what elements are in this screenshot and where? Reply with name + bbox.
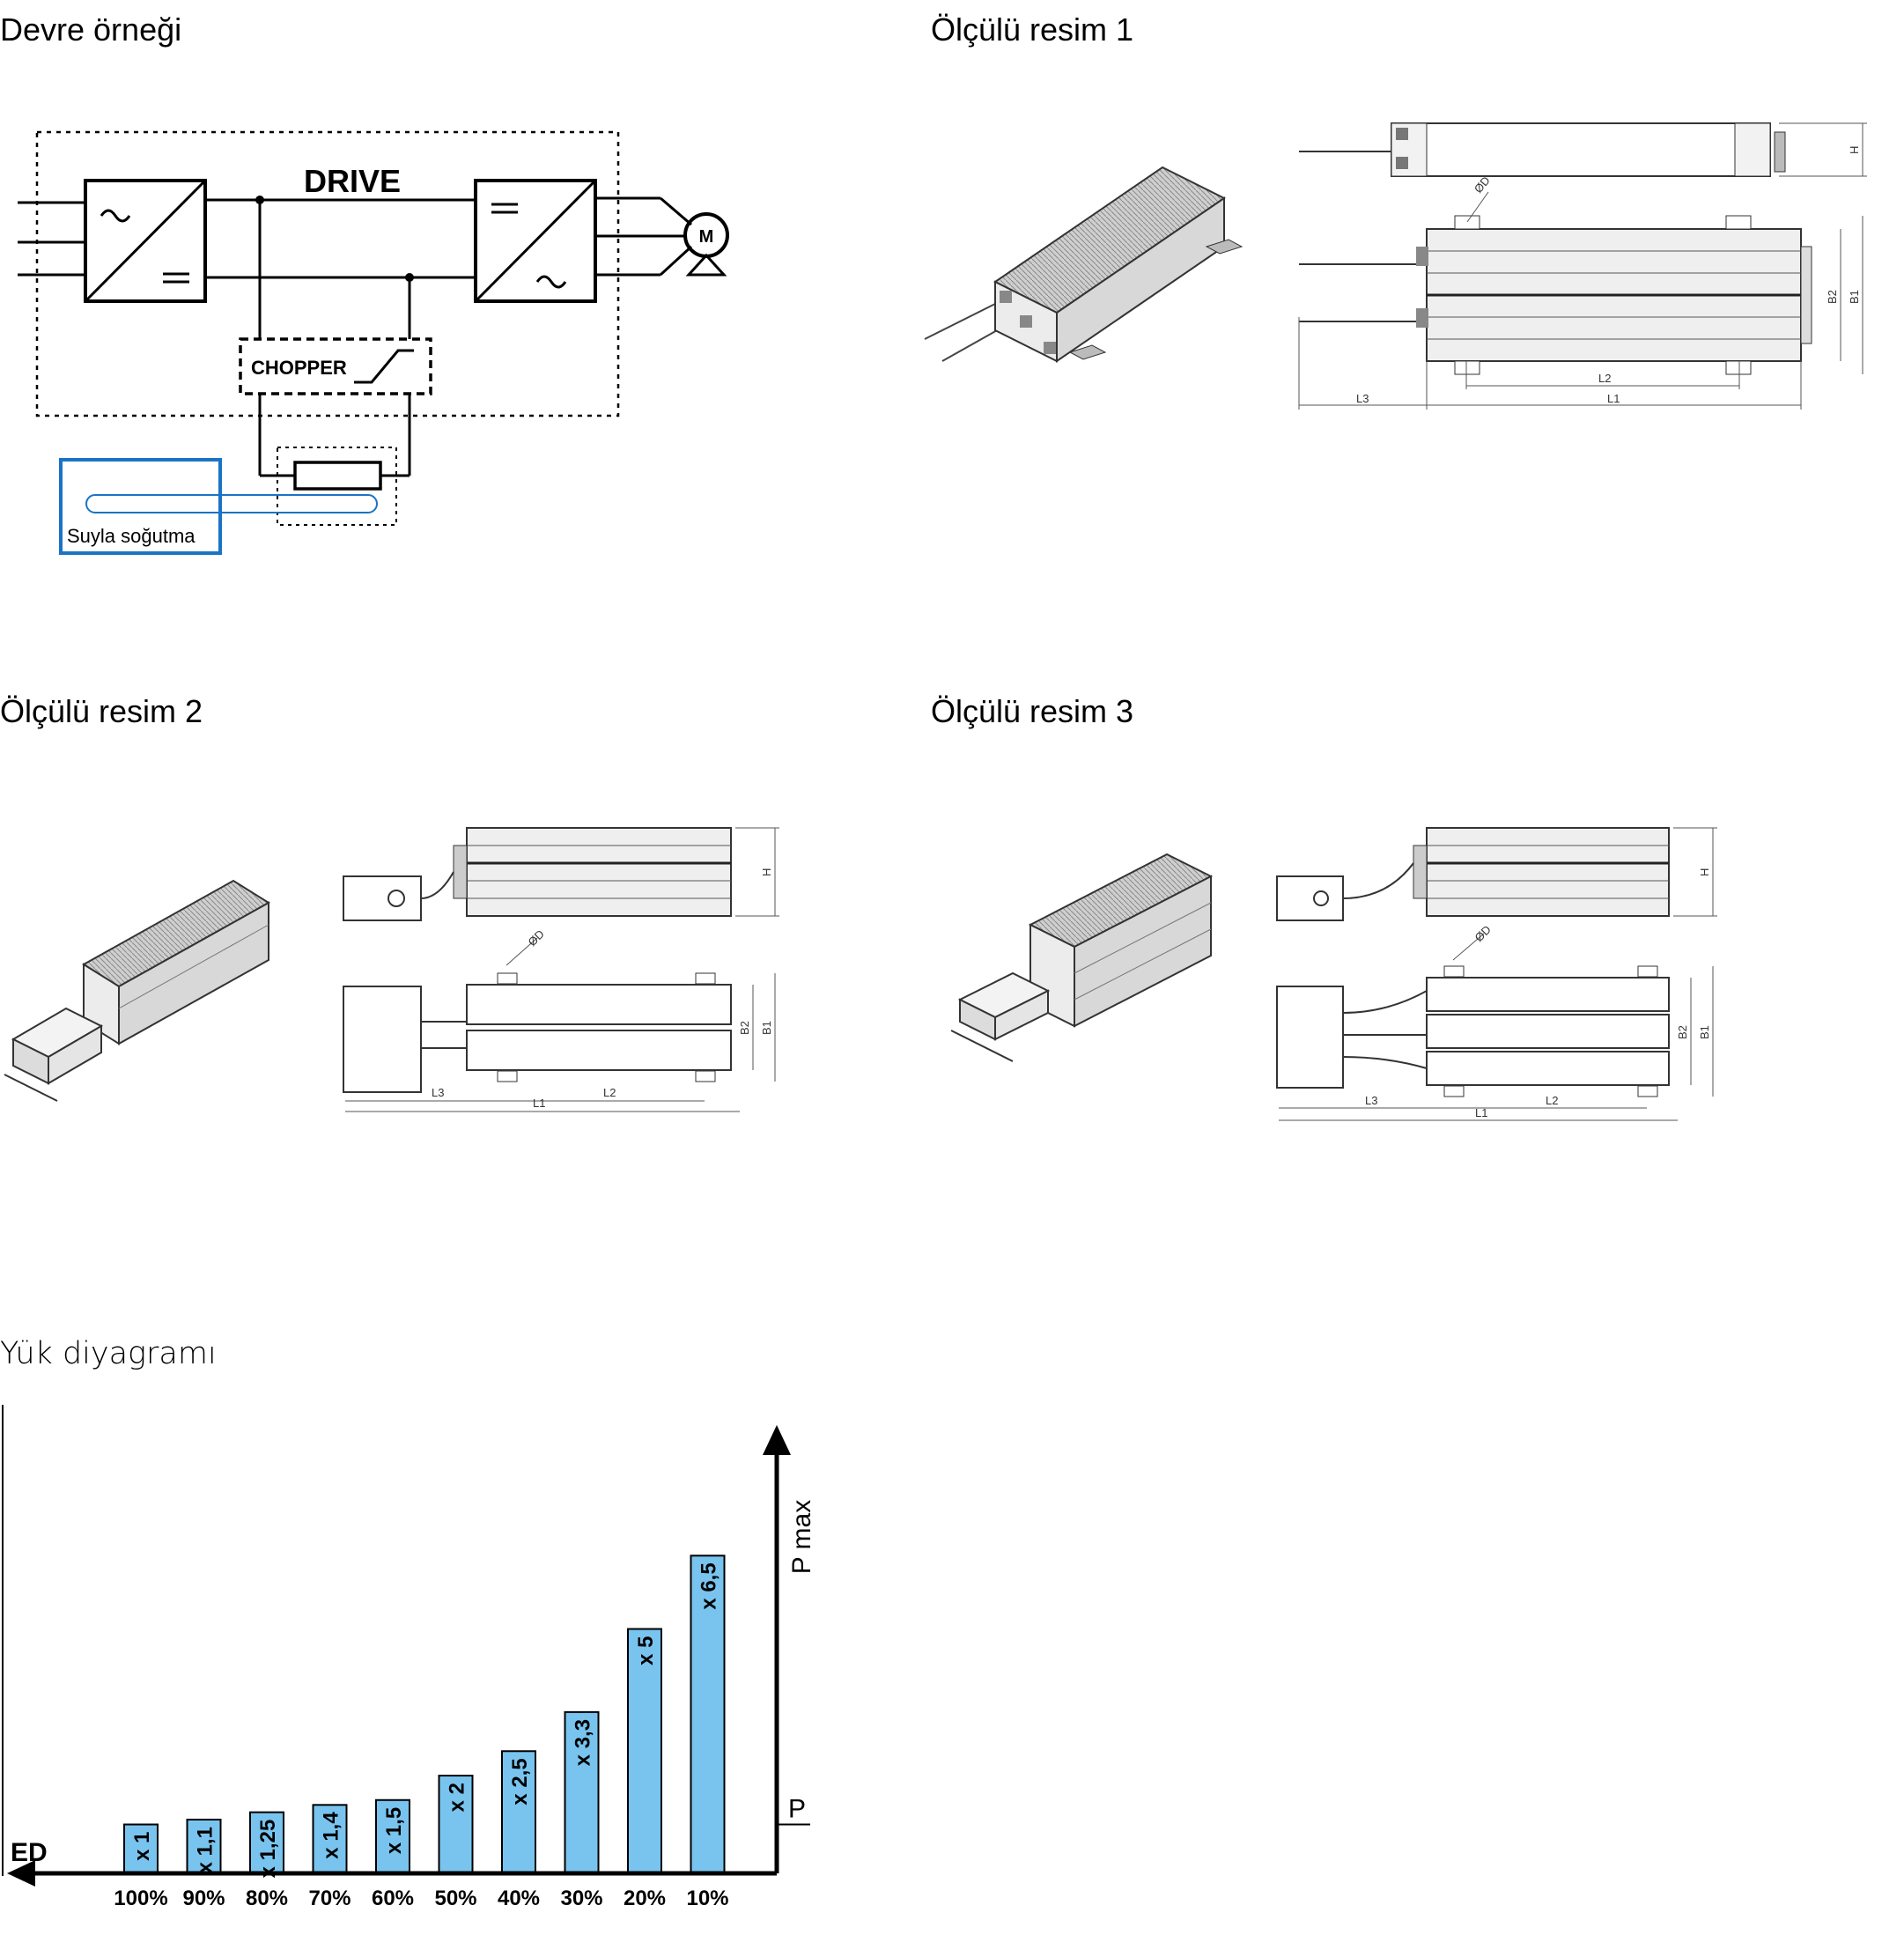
circuit-diagram: DRIVE M CHOPPER Suyla soğutma bbox=[18, 130, 729, 555]
load-diagram-chart: x 1 x 1,1 x 1,25 x 1,4 x 1,5 x 2 x 2,5 x 3,3 x 5… bbox=[2, 1405, 816, 1910]
chart-bar-labels: x 1 x 1,1 x 1,25 x 1,4 x 1,5 x 2 x 2,5 x 3,3 x 5… bbox=[130, 1562, 721, 1878]
y-axis-label: P max bbox=[787, 1500, 816, 1574]
cooling-label: Suyla soğutma bbox=[67, 525, 196, 547]
heading-circuit: Devre örneği bbox=[0, 11, 182, 48]
dim1-label-l2: L2 bbox=[1598, 372, 1611, 385]
chart-bar bbox=[312, 1804, 348, 1874]
chart-category-label: 80% bbox=[246, 1887, 288, 1910]
chart-bar-label: x 1,4 bbox=[320, 1812, 343, 1859]
chart-category-label: 50% bbox=[434, 1887, 476, 1910]
dim2-label-h: H bbox=[760, 868, 773, 876]
dim3-label-b1: B1 bbox=[1698, 1025, 1711, 1039]
chart-category-label: 100% bbox=[114, 1887, 167, 1910]
water-cooling: Suyla soğutma bbox=[59, 458, 378, 555]
motor-symbol: M bbox=[683, 212, 729, 277]
dim1-label-l3: L3 bbox=[1356, 392, 1369, 405]
chart-bar-label: x 1,5 bbox=[382, 1807, 406, 1854]
chart-bar bbox=[564, 1710, 600, 1874]
dim1-label-h: H bbox=[1848, 146, 1861, 154]
dim1-label-l1: L1 bbox=[1607, 392, 1620, 405]
isometric-view-2 bbox=[4, 879, 270, 1102]
dim2-label-l3: L3 bbox=[432, 1086, 444, 1099]
top-view-2 bbox=[343, 827, 732, 1093]
chart-bar-label: x 3,3 bbox=[572, 1719, 595, 1766]
chart-category-labels: 100% 90% 80% 70% 60% 50% 40% 30% 20% 10% bbox=[114, 1887, 728, 1910]
dim1-label-b2: B2 bbox=[1826, 290, 1839, 304]
rectifier-block bbox=[84, 179, 207, 303]
dim3-label-b2: B2 bbox=[1676, 1025, 1689, 1039]
dim2-label-b1: B1 bbox=[760, 1021, 773, 1035]
chart-category-label: 90% bbox=[182, 1887, 225, 1910]
dim1-label-d: ØD bbox=[1472, 174, 1493, 196]
heading-dim2: Ölçülü resim 2 bbox=[0, 693, 203, 729]
chart-category-label: 10% bbox=[686, 1887, 728, 1910]
dim3-label-l3: L3 bbox=[1365, 1094, 1377, 1107]
drive-label: DRIVE bbox=[304, 163, 401, 199]
chart-bar bbox=[249, 1811, 284, 1875]
motor-label: M bbox=[699, 227, 714, 247]
chart-bar-label: x 6,5 bbox=[697, 1562, 721, 1609]
dim3-label-l1: L1 bbox=[1475, 1106, 1487, 1119]
isometric-view-1 bbox=[924, 166, 1244, 363]
dim2-label-l2: L2 bbox=[603, 1086, 616, 1099]
chart-category-label: 30% bbox=[560, 1887, 602, 1910]
heading-load: Yük diyagramı bbox=[0, 1336, 217, 1371]
dim2-label-l1: L1 bbox=[533, 1097, 545, 1110]
isometric-view-3 bbox=[950, 853, 1214, 1062]
chart-bar bbox=[123, 1823, 159, 1874]
chart-category-label: 60% bbox=[372, 1887, 414, 1910]
chart-category-label: 70% bbox=[308, 1887, 351, 1910]
chopper-label: CHOPPER bbox=[251, 357, 347, 379]
chart-category-label: 20% bbox=[624, 1887, 666, 1910]
top-view-3 bbox=[1276, 827, 1670, 1097]
heading-dim3: Ölçülü resim 3 bbox=[931, 693, 1134, 729]
dim3-label-h: H bbox=[1698, 868, 1711, 876]
y-reference-label: P bbox=[788, 1795, 806, 1824]
chart-bar bbox=[501, 1750, 536, 1874]
chart-bars bbox=[123, 1555, 726, 1875]
chart-category-label: 40% bbox=[498, 1887, 540, 1910]
chart-bar-label: x 1,1 bbox=[194, 1827, 218, 1873]
dimension-drawing-3: H B2 B1 L3 L2 L1 ØD bbox=[950, 827, 1717, 1121]
inverter-block bbox=[474, 179, 597, 303]
chart-bar-label: x 2,5 bbox=[508, 1758, 532, 1805]
braking-resistor bbox=[293, 461, 382, 491]
dimension-drawing-1: H B2 B1 L2 L1 L3 ØD bbox=[924, 122, 1867, 410]
heading-dim1: Ölçülü resim 1 bbox=[931, 11, 1134, 48]
dim3-label-l2: L2 bbox=[1546, 1094, 1558, 1107]
chopper-block: CHOPPER bbox=[239, 337, 432, 395]
chart-bar-label: x 5 bbox=[634, 1636, 658, 1665]
x-axis-label: ED bbox=[11, 1838, 48, 1867]
chart-bar-label: x 1,25 bbox=[256, 1820, 280, 1879]
dim1-label-b1: B1 bbox=[1848, 290, 1861, 304]
x-axis-arrow bbox=[7, 1860, 35, 1887]
chart-bar bbox=[627, 1628, 662, 1874]
chart-bar bbox=[438, 1775, 474, 1874]
chart-bar-label: x 2 bbox=[446, 1783, 469, 1812]
dimension-drawing-2: H B2 B1 L3 L2 L1 ØD bbox=[4, 827, 779, 1112]
dim2-label-b2: B2 bbox=[738, 1021, 751, 1035]
top-view-1 bbox=[1299, 122, 1812, 375]
chart-bar-label: x 1 bbox=[130, 1832, 154, 1861]
drive-enclosure bbox=[35, 130, 620, 417]
y-axis-arrow bbox=[763, 1425, 791, 1455]
